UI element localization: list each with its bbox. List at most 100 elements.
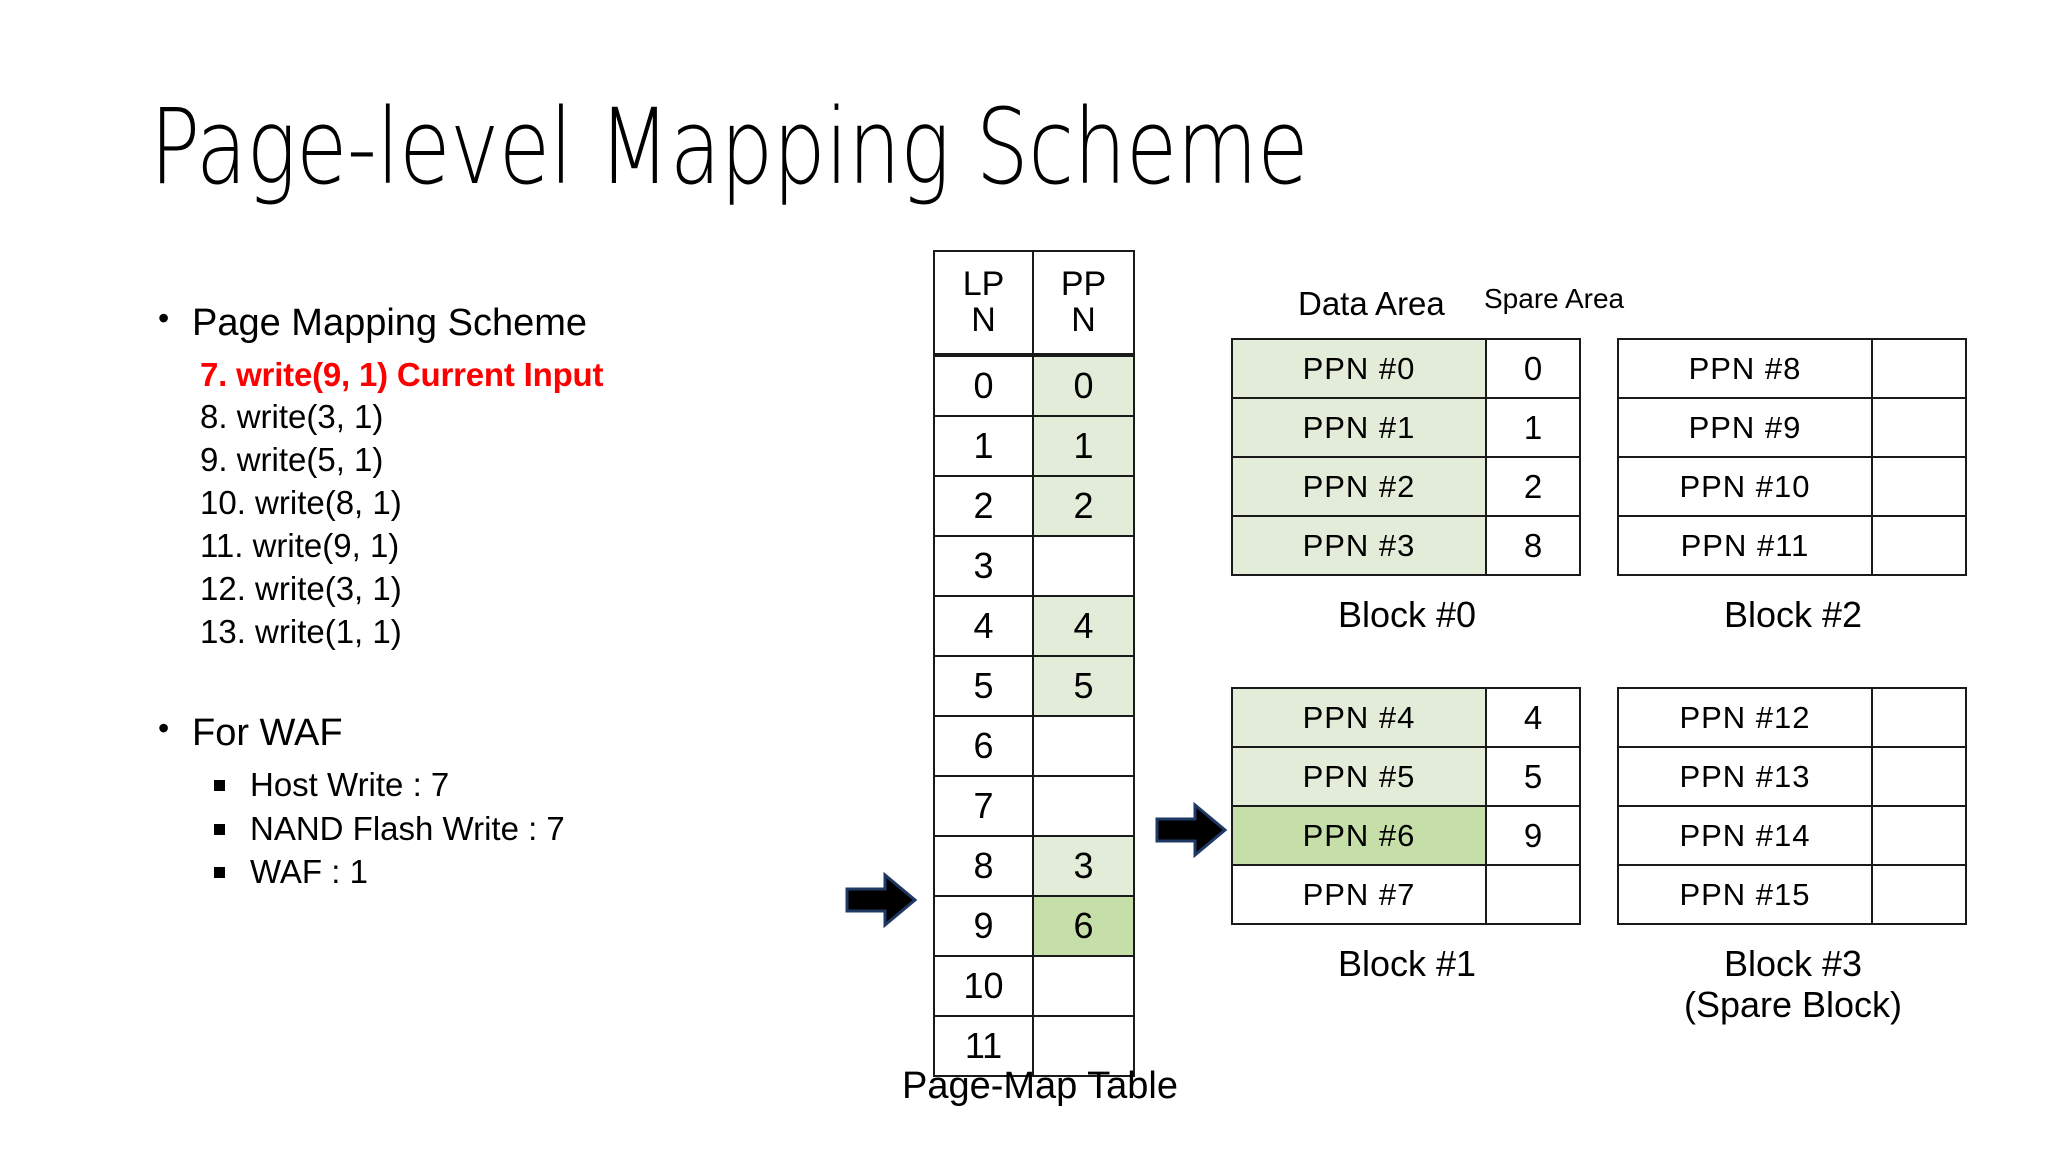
header-line-1: LP — [962, 264, 1005, 303]
page-map-ppn-cell: 6 — [1032, 895, 1135, 957]
flash-page-spare-cell — [1871, 864, 1967, 925]
flash-page-row: PPN #10 — [1617, 456, 1969, 517]
page-map-ppn-cell — [1032, 715, 1135, 777]
flash-page-row: PPN #11 — [1617, 515, 1969, 576]
write-step: 13. write(1, 1) — [200, 612, 402, 650]
page-map-lpn-cell: 7 — [933, 775, 1034, 837]
page-map-ppn-cell — [1032, 535, 1135, 597]
flash-block-caption-line-1: Block #1 — [1337, 943, 1477, 984]
flash-page-row: PPN #8 — [1617, 338, 1969, 399]
header-line-1: PP — [1060, 264, 1107, 303]
flash-page-spare-cell: 9 — [1485, 805, 1581, 866]
flash-page-data-cell: PPN #13 — [1617, 746, 1873, 807]
flash-page-data-cell: PPN #5 — [1231, 746, 1487, 807]
flash-block-caption: Block #1 — [1231, 943, 1583, 984]
flash-page-row: PPN #12 — [1617, 687, 1969, 748]
page-map-ppn-cell: 4 — [1032, 595, 1135, 657]
flash-page-spare-cell — [1871, 515, 1967, 576]
page-map-lpn-cell: 8 — [933, 835, 1034, 897]
page-map-ppn-cell: 3 — [1032, 835, 1135, 897]
flash-page-spare-cell: 2 — [1485, 456, 1581, 517]
page-map-lpn-cell: 1 — [933, 415, 1034, 477]
left-content-column: Page Mapping Scheme 7. write(9, 1) Curre… — [150, 298, 810, 894]
arrow-right-icon-to-page-map-table — [845, 871, 918, 933]
page-map-lpn-cell: 9 — [933, 895, 1034, 957]
bullet-page-mapping-scheme: Page Mapping Scheme — [150, 298, 810, 348]
flash-page-spare-cell — [1871, 805, 1967, 866]
page-map-ppn-cell — [1032, 775, 1135, 837]
write-step: 11. write(9, 1) — [200, 527, 400, 565]
flash-page-data-cell: PPN #10 — [1617, 456, 1873, 517]
flash-page-data-cell: PPN #2 — [1231, 456, 1487, 517]
flash-page-spare-cell: 1 — [1485, 397, 1581, 458]
page-map-table-caption: Page-Map Table — [901, 1065, 1179, 1107]
page-map-lpn-cell: 3 — [933, 535, 1034, 597]
page-map-lpn-cell: 6 — [933, 715, 1034, 777]
write-step: 9. write(5, 1) — [200, 441, 384, 479]
flash-block-caption: Block #0 — [1231, 594, 1583, 635]
page-map-lpn-cell: 11 — [933, 1015, 1034, 1077]
flash-page-spare-cell — [1871, 338, 1967, 399]
flash-page-spare-cell — [1871, 397, 1967, 458]
flash-page-data-cell: PPN #0 — [1231, 338, 1487, 399]
write-step: 10. write(8, 1) — [200, 484, 402, 522]
flash-page-row: PPN #15 — [1617, 864, 1969, 925]
waf-metric-item: NAND Flash Write : 7 — [150, 807, 810, 851]
data-area-label: Data Area — [1298, 285, 1445, 322]
flash-page-data-cell: PPN #8 — [1617, 338, 1873, 399]
page-map-lpn-cell: 4 — [933, 595, 1034, 657]
page-map-ppn-cell — [1032, 1015, 1135, 1077]
flash-page-spare-cell: 4 — [1485, 687, 1581, 748]
flash-block-caption-line-1: Block #2 — [1723, 594, 1863, 635]
flash-page-spare-cell: 0 — [1485, 338, 1581, 399]
flash-page-data-cell: PPN #14 — [1617, 805, 1873, 866]
flash-page-spare-cell — [1871, 746, 1967, 807]
flash-block-caption-line-1: Block #0 — [1337, 594, 1477, 635]
flash-page-spare-cell: 8 — [1485, 515, 1581, 576]
column-spacer — [150, 654, 810, 710]
page-map-ppn-cell: 0 — [1032, 355, 1135, 417]
flash-block-caption: Block #2 — [1617, 594, 1969, 635]
flash-page-data-cell: PPN #6 — [1231, 805, 1487, 866]
page-title: Page-level Mapping Scheme — [150, 86, 1309, 208]
flash-page-data-cell: PPN #4 — [1231, 687, 1487, 748]
flash-page-row: PPN #14 — [1617, 805, 1969, 866]
waf-metric-item: Host Write : 7 — [150, 763, 810, 807]
flash-page-spare-cell: 5 — [1485, 746, 1581, 807]
page-map-lpn-cell: 5 — [933, 655, 1034, 717]
write-step: 12. write(3, 1) — [200, 569, 402, 607]
flash-page-row: PPN #13 — [1617, 746, 1969, 807]
waf-metric-item: WAF : 1 — [150, 850, 810, 894]
current-input-step: 7. write(9, 1) Current Input — [200, 355, 604, 393]
page-map-ppn-cell: 1 — [1032, 415, 1135, 477]
bullet-for-waf: For WAF — [150, 708, 810, 758]
flash-page-data-cell: PPN #11 — [1617, 515, 1873, 576]
write-steps-list: 7. write(9, 1) Current Input 8. write(3, … — [150, 354, 810, 654]
write-step: 8. write(3, 1) — [200, 398, 384, 436]
page-map-lpn-cell: 2 — [933, 475, 1034, 537]
page-map-ppn-cell: 5 — [1032, 655, 1135, 717]
flash-page-row: PPN #9 — [1617, 397, 1969, 458]
arrow-right-icon-to-block-1 — [1155, 801, 1228, 863]
flash-page-spare-cell — [1871, 456, 1967, 517]
flash-page-data-cell: PPN #3 — [1231, 515, 1487, 576]
flash-page-row: PPN #7 — [1231, 864, 1583, 925]
page-map-lpn-cell: 10 — [933, 955, 1034, 1017]
flash-block-caption: Block #3(Spare Block) — [1617, 943, 1969, 1026]
flash-page-data-cell: PPN #1 — [1231, 397, 1487, 458]
page-map-lpn-cell: 0 — [933, 355, 1034, 417]
flash-page-data-cell: PPN #15 — [1617, 864, 1873, 925]
flash-page-data-cell: PPN #9 — [1617, 397, 1873, 458]
